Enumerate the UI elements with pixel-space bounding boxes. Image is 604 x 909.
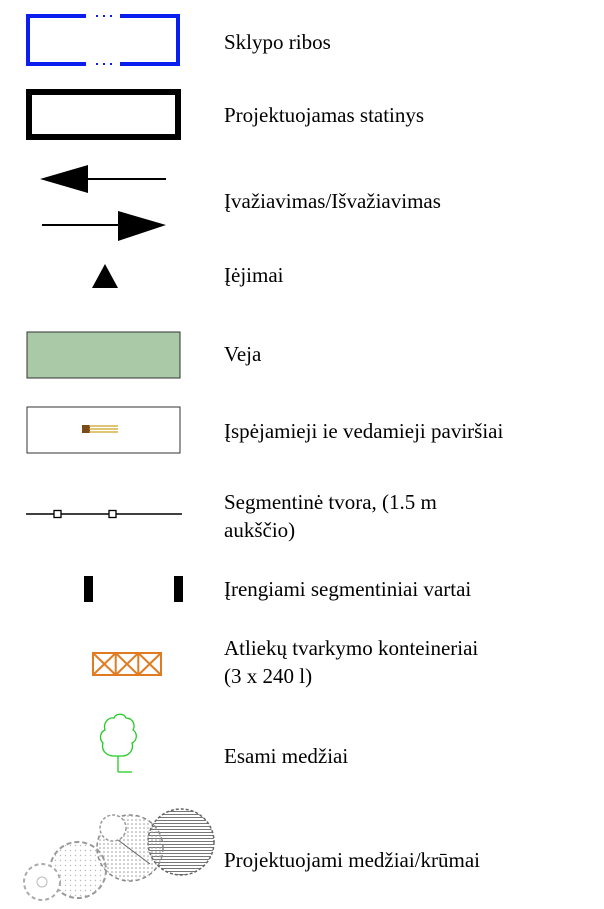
legend-label-line1: Atliekų tvarkymo konteineriai: [224, 636, 479, 660]
waste-containers-icon: [92, 652, 162, 676]
legend-label: Įėjimai: [224, 263, 284, 287]
existing-tree-icon: [98, 712, 138, 774]
lawn-swatch-icon: [26, 331, 181, 379]
legend-label: Veja: [224, 342, 262, 366]
legend-label: Įspėjamieji ie vedamieji paviršiai: [224, 419, 504, 443]
tactile-surface-icon: [26, 406, 181, 454]
legend-label-line2: aukščio): [224, 518, 296, 542]
legend-label-line2: (3 x 240 l): [224, 664, 313, 688]
legend-label: Projektuojamas statinys: [224, 103, 425, 127]
entrance-triangle-icon: [92, 264, 118, 288]
legend-label: Projektuojami medžiai/krūmai: [224, 848, 481, 872]
planned-trees-icon: [18, 798, 218, 908]
gate-posts-icon: [84, 576, 184, 602]
legend-label: Įrengiami segmentiniai vartai: [224, 577, 472, 601]
entry-exit-arrows-icon: [40, 163, 168, 245]
legend-label: Sklypo ribos: [224, 30, 331, 54]
fence-line-icon: [26, 507, 182, 521]
legend-label: Esami medžiai: [224, 744, 349, 768]
legend-label: Įvažiavimas/Išvažiavimas: [224, 189, 441, 213]
legend-label-line1: Segmentinė tvora, (1.5 m: [224, 490, 437, 514]
building-outline-icon: [26, 89, 181, 140]
dashed-boundary-icon: [26, 14, 180, 66]
